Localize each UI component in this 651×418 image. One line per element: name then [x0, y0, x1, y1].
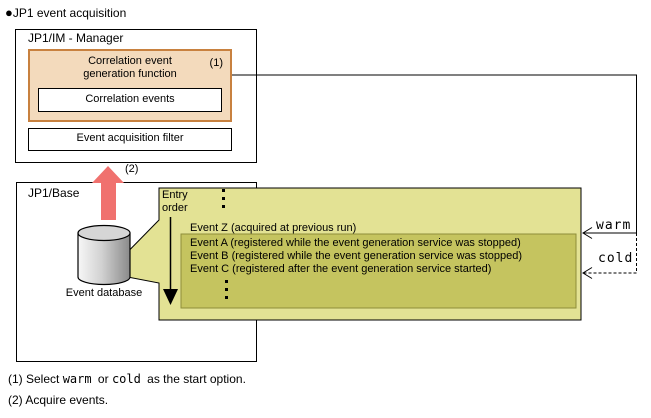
warm-start-option-label: warm: [596, 218, 632, 233]
event-row-a: Event A (registered while the event gene…: [190, 237, 521, 249]
footnote-1-prefix: (1) Select: [8, 372, 63, 386]
correlation-function-line2: generation function: [83, 68, 177, 80]
event-row-c: Event C (registered after the event gene…: [190, 263, 492, 275]
footnote-1-suffix: as the start option.: [143, 372, 246, 386]
footnote-1-cold: cold: [111, 372, 141, 386]
entry-order-arrow: [163, 217, 178, 305]
correlation-function-line1: Correlation event: [88, 55, 172, 67]
bullet-icon: ●: [5, 5, 13, 20]
correlation-events-label: Correlation events: [85, 93, 175, 105]
jp1-im-manager-label: JP1/IM - Manager: [28, 31, 124, 45]
ellipsis-dots-bottom: [225, 280, 228, 304]
event-acquisition-filter-label: Event acquisition filter: [76, 132, 184, 144]
footnote-1-warm: warm: [62, 372, 92, 386]
entry-order-line1: Entry: [162, 189, 188, 201]
database-cylinder-icon: [77, 224, 131, 286]
cold-start-option-label: cold: [598, 251, 634, 266]
cold-connector-line: [582, 233, 637, 279]
ellipsis-dots-top: [222, 189, 225, 213]
correlation-events-box: Correlation events: [38, 88, 222, 112]
highlighted-events-block: [180, 233, 577, 309]
footnote-1-middle: or: [94, 372, 112, 386]
event-row-z: Event Z (acquired at previous run): [190, 222, 357, 234]
diagram-title: ●JP1 event acquisition: [5, 5, 127, 21]
diagram-title-text: JP1 event acquisition: [12, 6, 127, 20]
event-acquisition-filter-box: Event acquisition filter: [28, 128, 232, 151]
warm-connector-line: [232, 74, 637, 239]
marker-2: (2): [125, 163, 139, 175]
jp1-base-label: JP1/Base: [28, 186, 80, 200]
event-row-b: Event B (registered while the event gene…: [190, 250, 523, 262]
marker-1: (1): [209, 57, 223, 69]
event-database-label: Event database: [65, 287, 143, 299]
footnote-2: (2) Acquire events.: [8, 393, 109, 407]
acquire-events-up-arrow: [92, 166, 124, 220]
footnote-1: (1) Select warm or cold as the start opt…: [8, 372, 246, 387]
correlation-function-box: Correlation event generation function (1…: [28, 49, 232, 122]
entry-order-line2: order: [162, 202, 188, 214]
